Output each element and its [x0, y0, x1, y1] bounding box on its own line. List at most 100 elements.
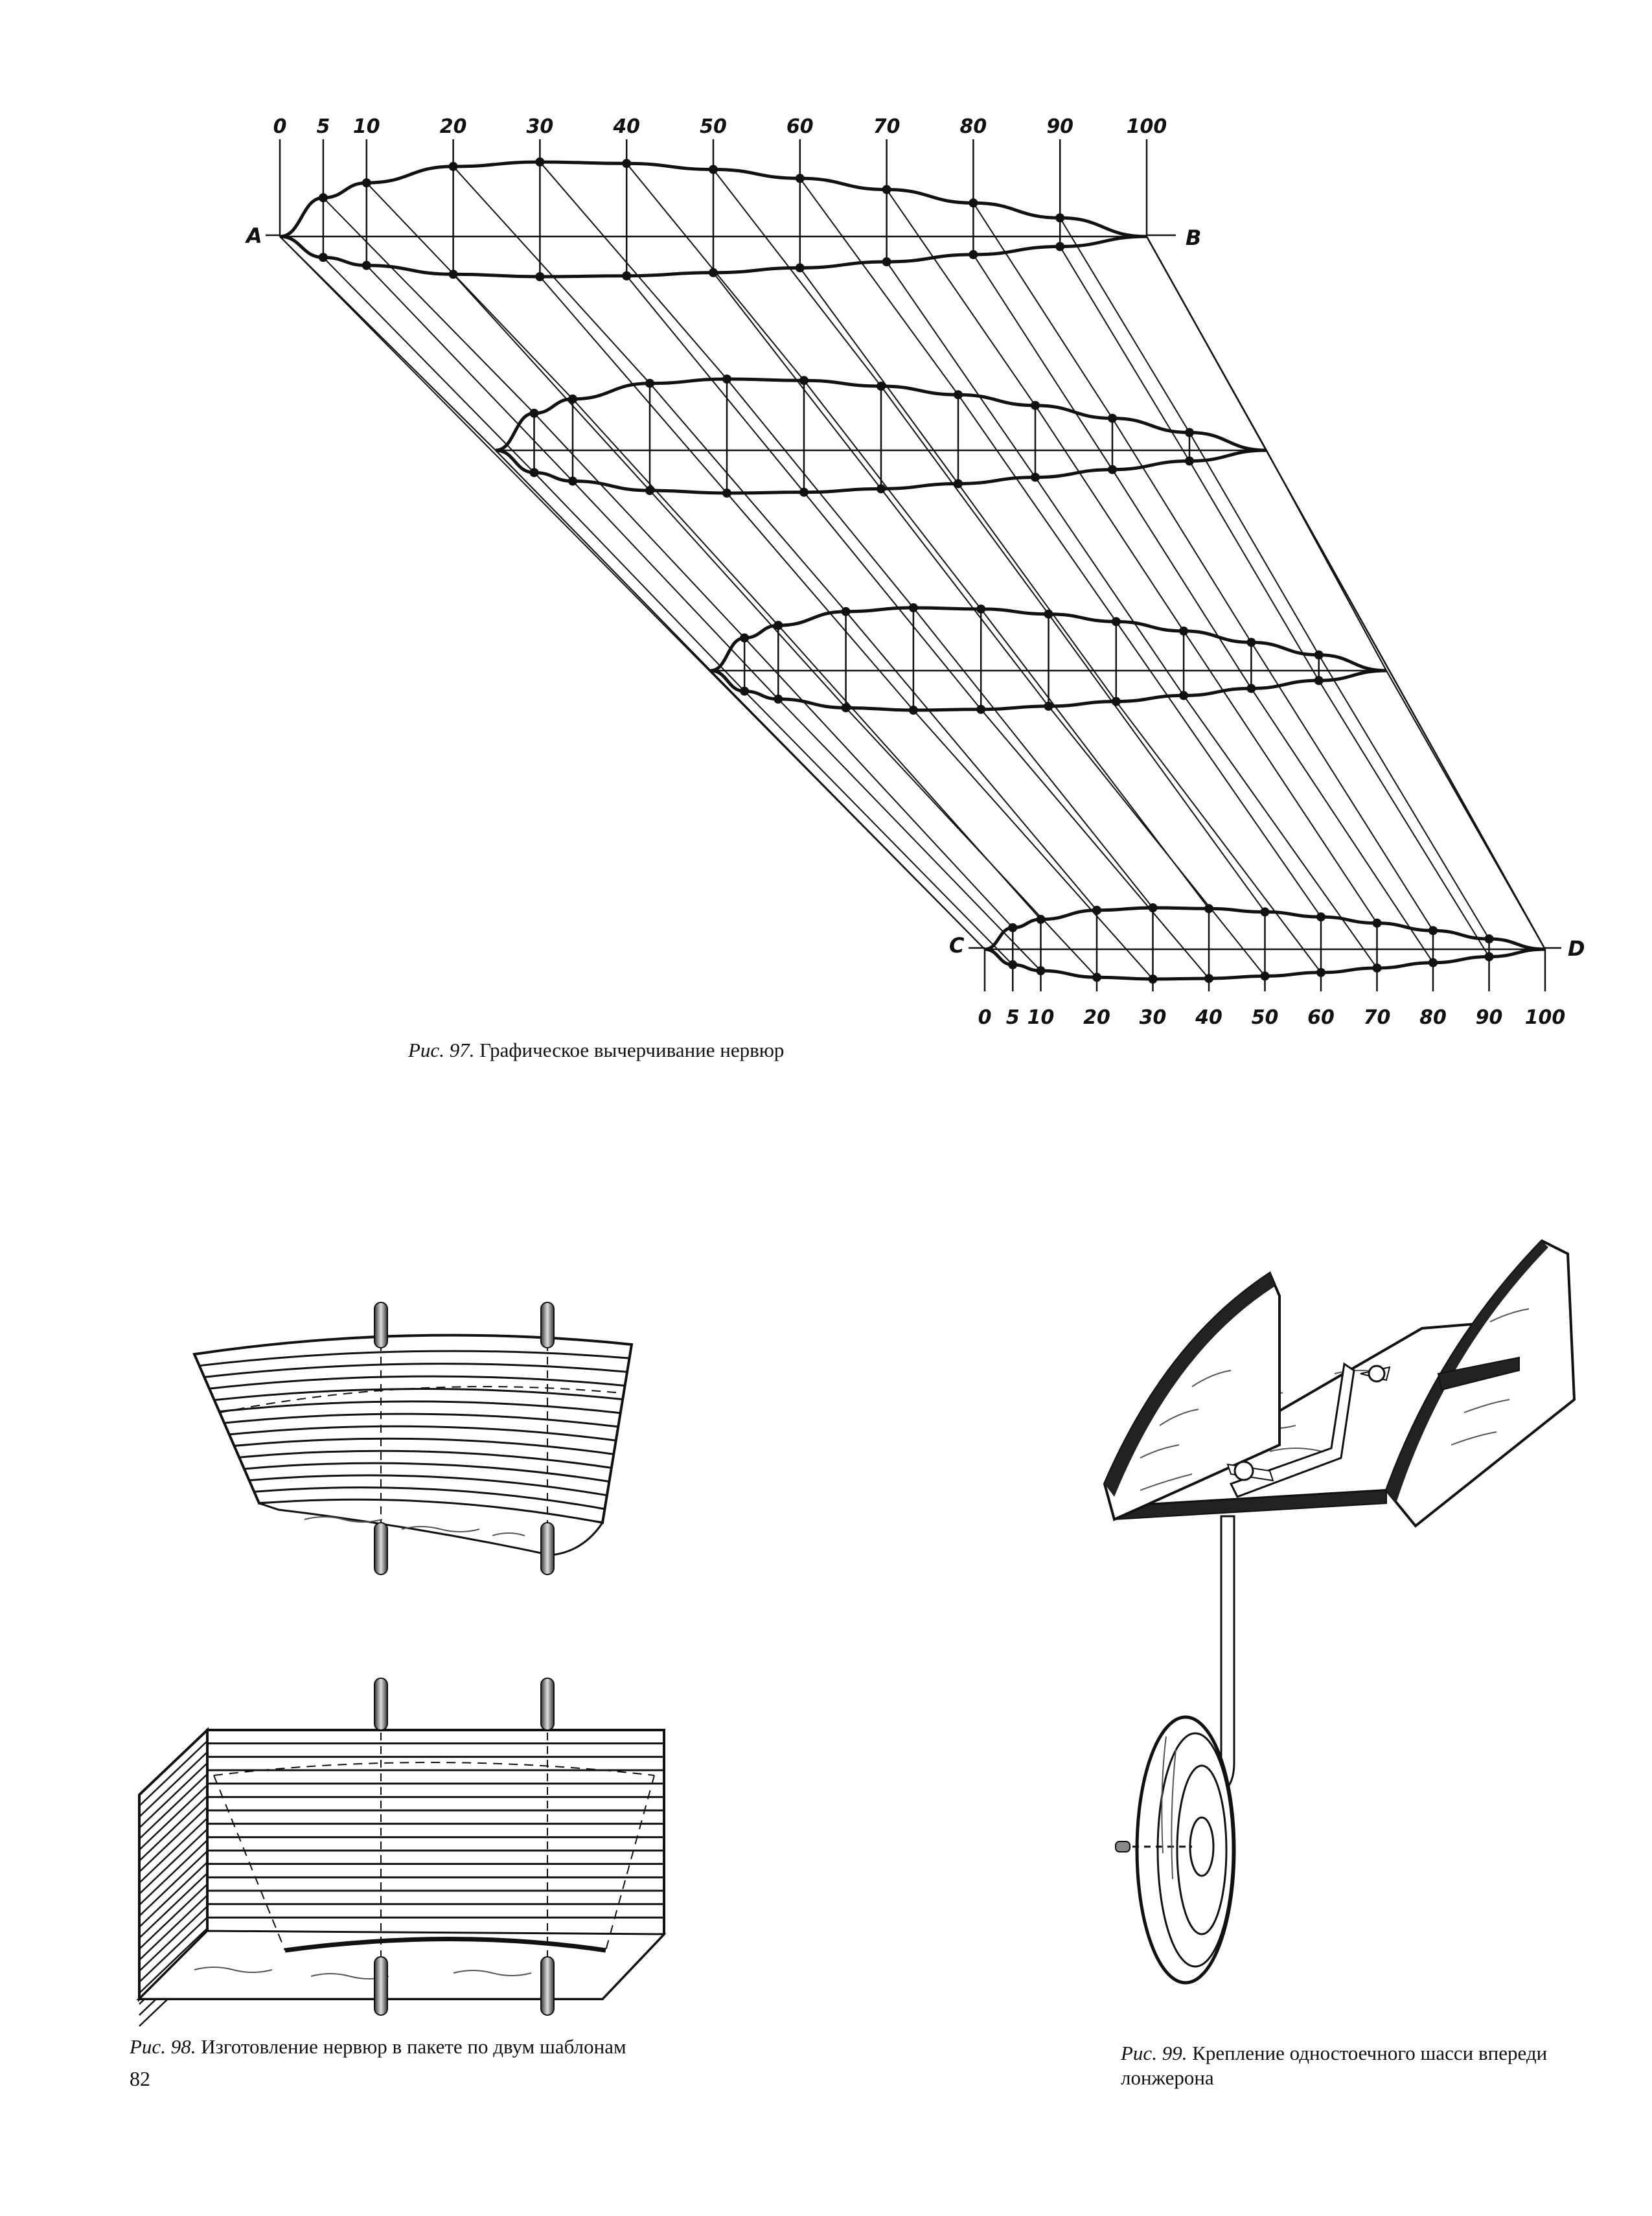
- connector-line: [1183, 630, 1378, 924]
- station-point: [976, 704, 986, 714]
- connector-line: [913, 710, 1154, 980]
- station-point: [841, 606, 851, 616]
- connector-line: [626, 275, 805, 493]
- layer-line: [209, 1375, 625, 1390]
- scale-label: 70: [1364, 1006, 1391, 1029]
- scale-label: 10: [1027, 1006, 1055, 1029]
- connector-line: [495, 450, 711, 671]
- scale-label: 100: [1525, 1006, 1566, 1029]
- scale-label: 0: [273, 115, 287, 138]
- point-letter: C: [949, 933, 965, 958]
- layer-line: [204, 1363, 628, 1378]
- station-point: [448, 270, 458, 279]
- wheel: [1115, 1715, 1236, 1985]
- station-point: [1246, 638, 1256, 647]
- hatch-line: [139, 1895, 208, 1961]
- fig98-caption-text: Изготовление нервюр в пакете по двум шаб…: [201, 2035, 626, 2058]
- connector-line: [880, 386, 1050, 615]
- scale-label: 20: [1083, 1006, 1110, 1029]
- station-point: [318, 253, 328, 262]
- point-letter: A: [244, 224, 262, 248]
- connector-line: [886, 189, 1036, 406]
- station-point: [774, 621, 783, 630]
- edge-line-AC: [279, 236, 985, 950]
- layer-line: [234, 1437, 614, 1455]
- station-point: [529, 468, 539, 478]
- station-point: [1314, 676, 1324, 686]
- station-point: [1246, 684, 1256, 693]
- rib-profiles: [279, 157, 1546, 984]
- station-point: [709, 268, 718, 277]
- connector-line: [366, 264, 573, 482]
- connector-line: [366, 182, 573, 400]
- scale-label: 10: [353, 115, 380, 138]
- station-point: [1179, 626, 1189, 636]
- station-point: [877, 382, 886, 391]
- connector-line: [713, 168, 882, 387]
- hatch-line: [139, 1762, 208, 1829]
- scale-label: 30: [1140, 1006, 1167, 1029]
- scale-label: 40: [612, 115, 640, 138]
- station-point: [882, 257, 891, 267]
- station-point: [1036, 914, 1046, 924]
- hatch-line: [139, 1928, 208, 1994]
- connector-line: [323, 197, 535, 414]
- connector-line: [980, 709, 1210, 979]
- station-point: [645, 486, 654, 496]
- layer-line: [229, 1425, 616, 1442]
- connector-line: [799, 267, 959, 485]
- connector-line: [452, 166, 650, 384]
- station-point: [1148, 903, 1158, 912]
- edge-line-BD: [1145, 236, 1546, 950]
- hatch-line: [139, 1840, 208, 1906]
- fig99-caption-text: Крепление одностоечного шасси впереди ло…: [1121, 2042, 1548, 2089]
- station-point: [529, 408, 539, 418]
- connector-line: [913, 607, 1154, 908]
- hatch-line: [139, 1873, 208, 1939]
- layer-line: [214, 1388, 623, 1402]
- connector-line: [452, 273, 650, 491]
- connector-line: [958, 483, 1117, 702]
- connector-line: [972, 254, 1113, 470]
- fig99-caption: Рис. 99. Крепление одностоечного шасси в…: [1121, 2042, 1548, 2089]
- scale-label: 100: [1127, 115, 1167, 138]
- station-point: [1055, 242, 1065, 251]
- connector-line: [1035, 405, 1184, 632]
- layer-line: [199, 1350, 630, 1367]
- station-point: [1314, 650, 1324, 660]
- scale-label: 70: [873, 115, 901, 138]
- left-side-board: [1103, 1271, 1281, 1521]
- station-point: [1044, 701, 1053, 711]
- connector-line: [1318, 654, 1490, 940]
- station-point: [1008, 923, 1018, 932]
- hatch-line: [139, 1851, 208, 1917]
- hatch-line: [139, 1751, 208, 1818]
- scale-label: 50: [1252, 1006, 1279, 1029]
- fig99-caption-label: Рис. 99: [1121, 2042, 1182, 2064]
- scale-label: 80: [960, 115, 987, 138]
- scale-label: 0: [978, 1006, 992, 1029]
- connector-line: [845, 707, 1097, 978]
- station-point: [1031, 400, 1040, 410]
- connector-line: [1048, 614, 1266, 912]
- layer-line: [219, 1400, 621, 1414]
- connector-line: [726, 492, 914, 711]
- station-point: [722, 489, 731, 498]
- scale-label: 90: [1476, 1006, 1503, 1029]
- station-point: [1428, 926, 1438, 936]
- connector-line: [972, 202, 1113, 419]
- station-point: [722, 375, 731, 384]
- station-point: [795, 263, 805, 273]
- station-point: [1092, 905, 1101, 915]
- connector-line: [1250, 641, 1434, 931]
- station-point: [645, 378, 654, 388]
- scale-label: 60: [786, 115, 814, 138]
- connector-line: [803, 380, 981, 610]
- station-point: [841, 703, 851, 713]
- connector-line: [744, 637, 1013, 929]
